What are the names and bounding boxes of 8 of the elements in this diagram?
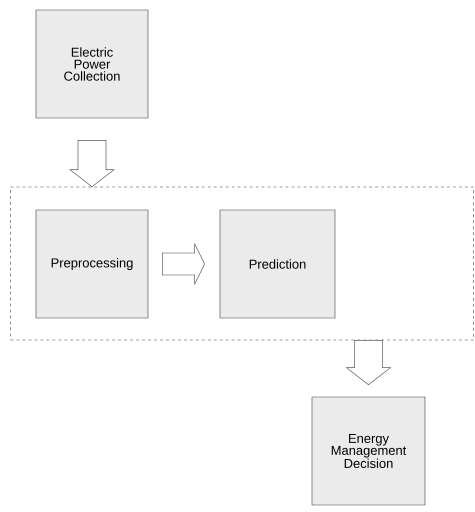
process-box: Preprocessing [36,210,148,318]
process-box: Energy Management Decision [312,396,426,506]
dashed-group-box [10,186,474,340]
process-box: Prediction [220,210,336,318]
block-arrow [346,340,392,386]
block-arrow [162,242,206,286]
process-box: Electric Power Collection [36,10,148,118]
block-arrow [69,140,115,188]
